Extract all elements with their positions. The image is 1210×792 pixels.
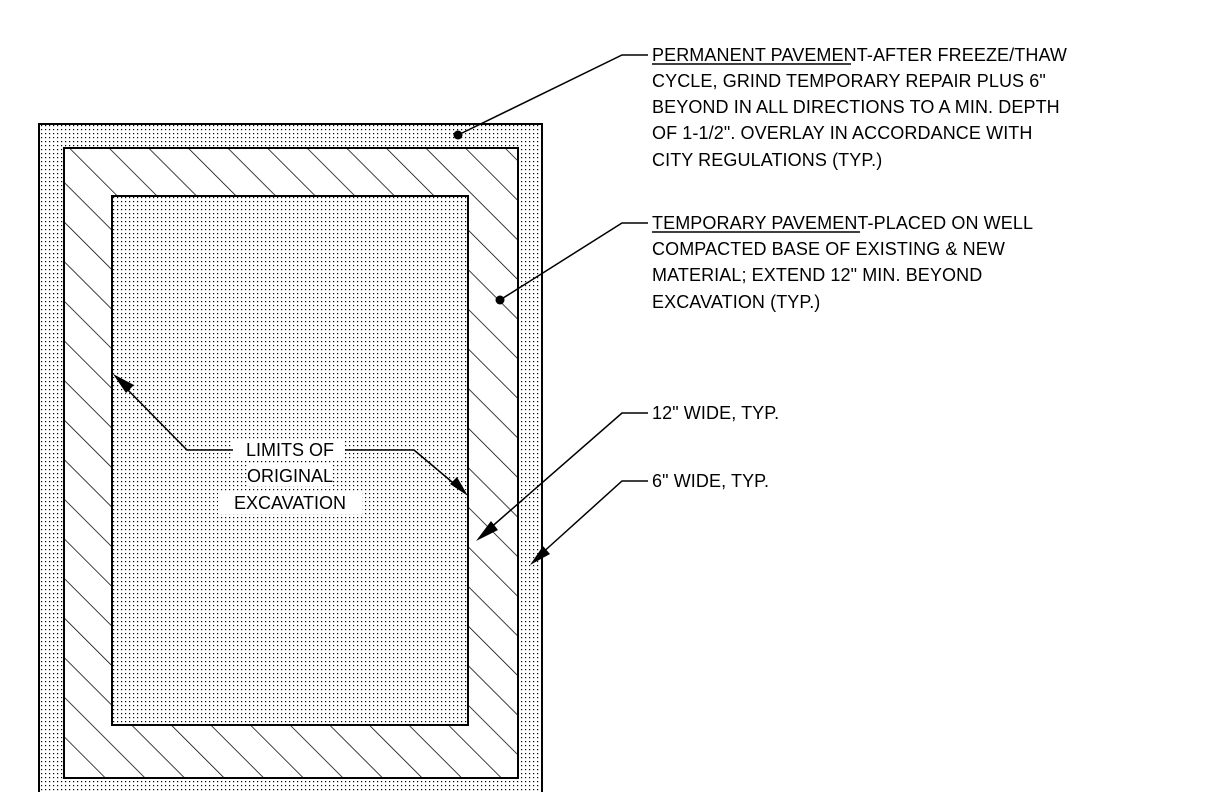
temporary-pavement-line-1: -PLACED ON WELL <box>868 213 1034 233</box>
temporary-pavement-leader <box>499 222 648 301</box>
permanent-pavement-line-5: CITY REGULATIONS (TYP.) <box>652 150 882 170</box>
center-label-line-1: LIMITS OF <box>246 440 334 460</box>
svg-text:PERMANENT PAVEMENT-AFTER FREEZ: PERMANENT PAVEMENT-AFTER FREEZE/THAW <box>652 45 1067 65</box>
permanent-pavement-line-1: -AFTER FREEZE/THAW <box>867 45 1067 65</box>
permanent-pavement-leader-dot <box>453 130 463 140</box>
width-6-arrowhead <box>530 546 550 565</box>
center-label-line-2: ORIGINAL <box>247 466 333 486</box>
width-12-arrowhead <box>476 521 498 541</box>
excavation-limit-leader-right <box>345 449 459 488</box>
center-label-bg-3 <box>218 491 362 514</box>
permanent-pavement-leader <box>457 54 648 136</box>
temporary-pavement-line-2: COMPACTED BASE OF EXISTING & NEW <box>652 239 1005 259</box>
permanent-pavement-title: PERMANENT PAVEMENT <box>652 45 868 65</box>
center-label-bg-2 <box>248 465 332 486</box>
temporary-pavement-leader-dot <box>495 295 505 305</box>
excavation-limit-arrowhead-right <box>450 477 468 496</box>
temporary-pavement-note: TEMPORARY PAVEMENT-PLACED ON WELL COMPAC… <box>652 213 1033 312</box>
width-6-note: 6" WIDE, TYP. <box>652 471 769 491</box>
permanent-pavement-line-2: CYCLE, GRIND TEMPORARY REPAIR PLUS 6" <box>652 71 1046 91</box>
svg-text:TEMPORARY PAVEMENT-PLACED ON W: TEMPORARY PAVEMENT-PLACED ON WELL <box>652 213 1033 233</box>
temporary-pavement-line-3: MATERIAL; EXTEND 12" MIN. BEYOND <box>652 265 982 285</box>
excavation-limit-leader-left <box>123 385 233 451</box>
center-label-bg-1 <box>233 439 345 460</box>
permanent-pavement-note: PERMANENT PAVEMENT-AFTER FREEZE/THAW CYC… <box>652 45 1067 170</box>
permanent-pavement-line-3: BEYOND IN ALL DIRECTIONS TO A MIN. DEPTH <box>652 97 1060 117</box>
width-6-leader <box>539 480 648 556</box>
width-12-note: 12" WIDE, TYP. <box>652 403 779 423</box>
temporary-pavement-line-4: EXCAVATION (TYP.) <box>652 292 820 312</box>
original-excavation-area <box>111 195 469 726</box>
width-12-leader <box>487 412 648 531</box>
temporary-pavement-title: TEMPORARY PAVEMENT <box>652 213 868 233</box>
excavation-limit-arrowhead-left <box>113 374 134 393</box>
permanent-pavement-line-4: OF 1-1/2". OVERLAY IN ACCORDANCE WITH <box>652 123 1033 143</box>
center-label-line-3: EXCAVATION <box>234 493 346 513</box>
